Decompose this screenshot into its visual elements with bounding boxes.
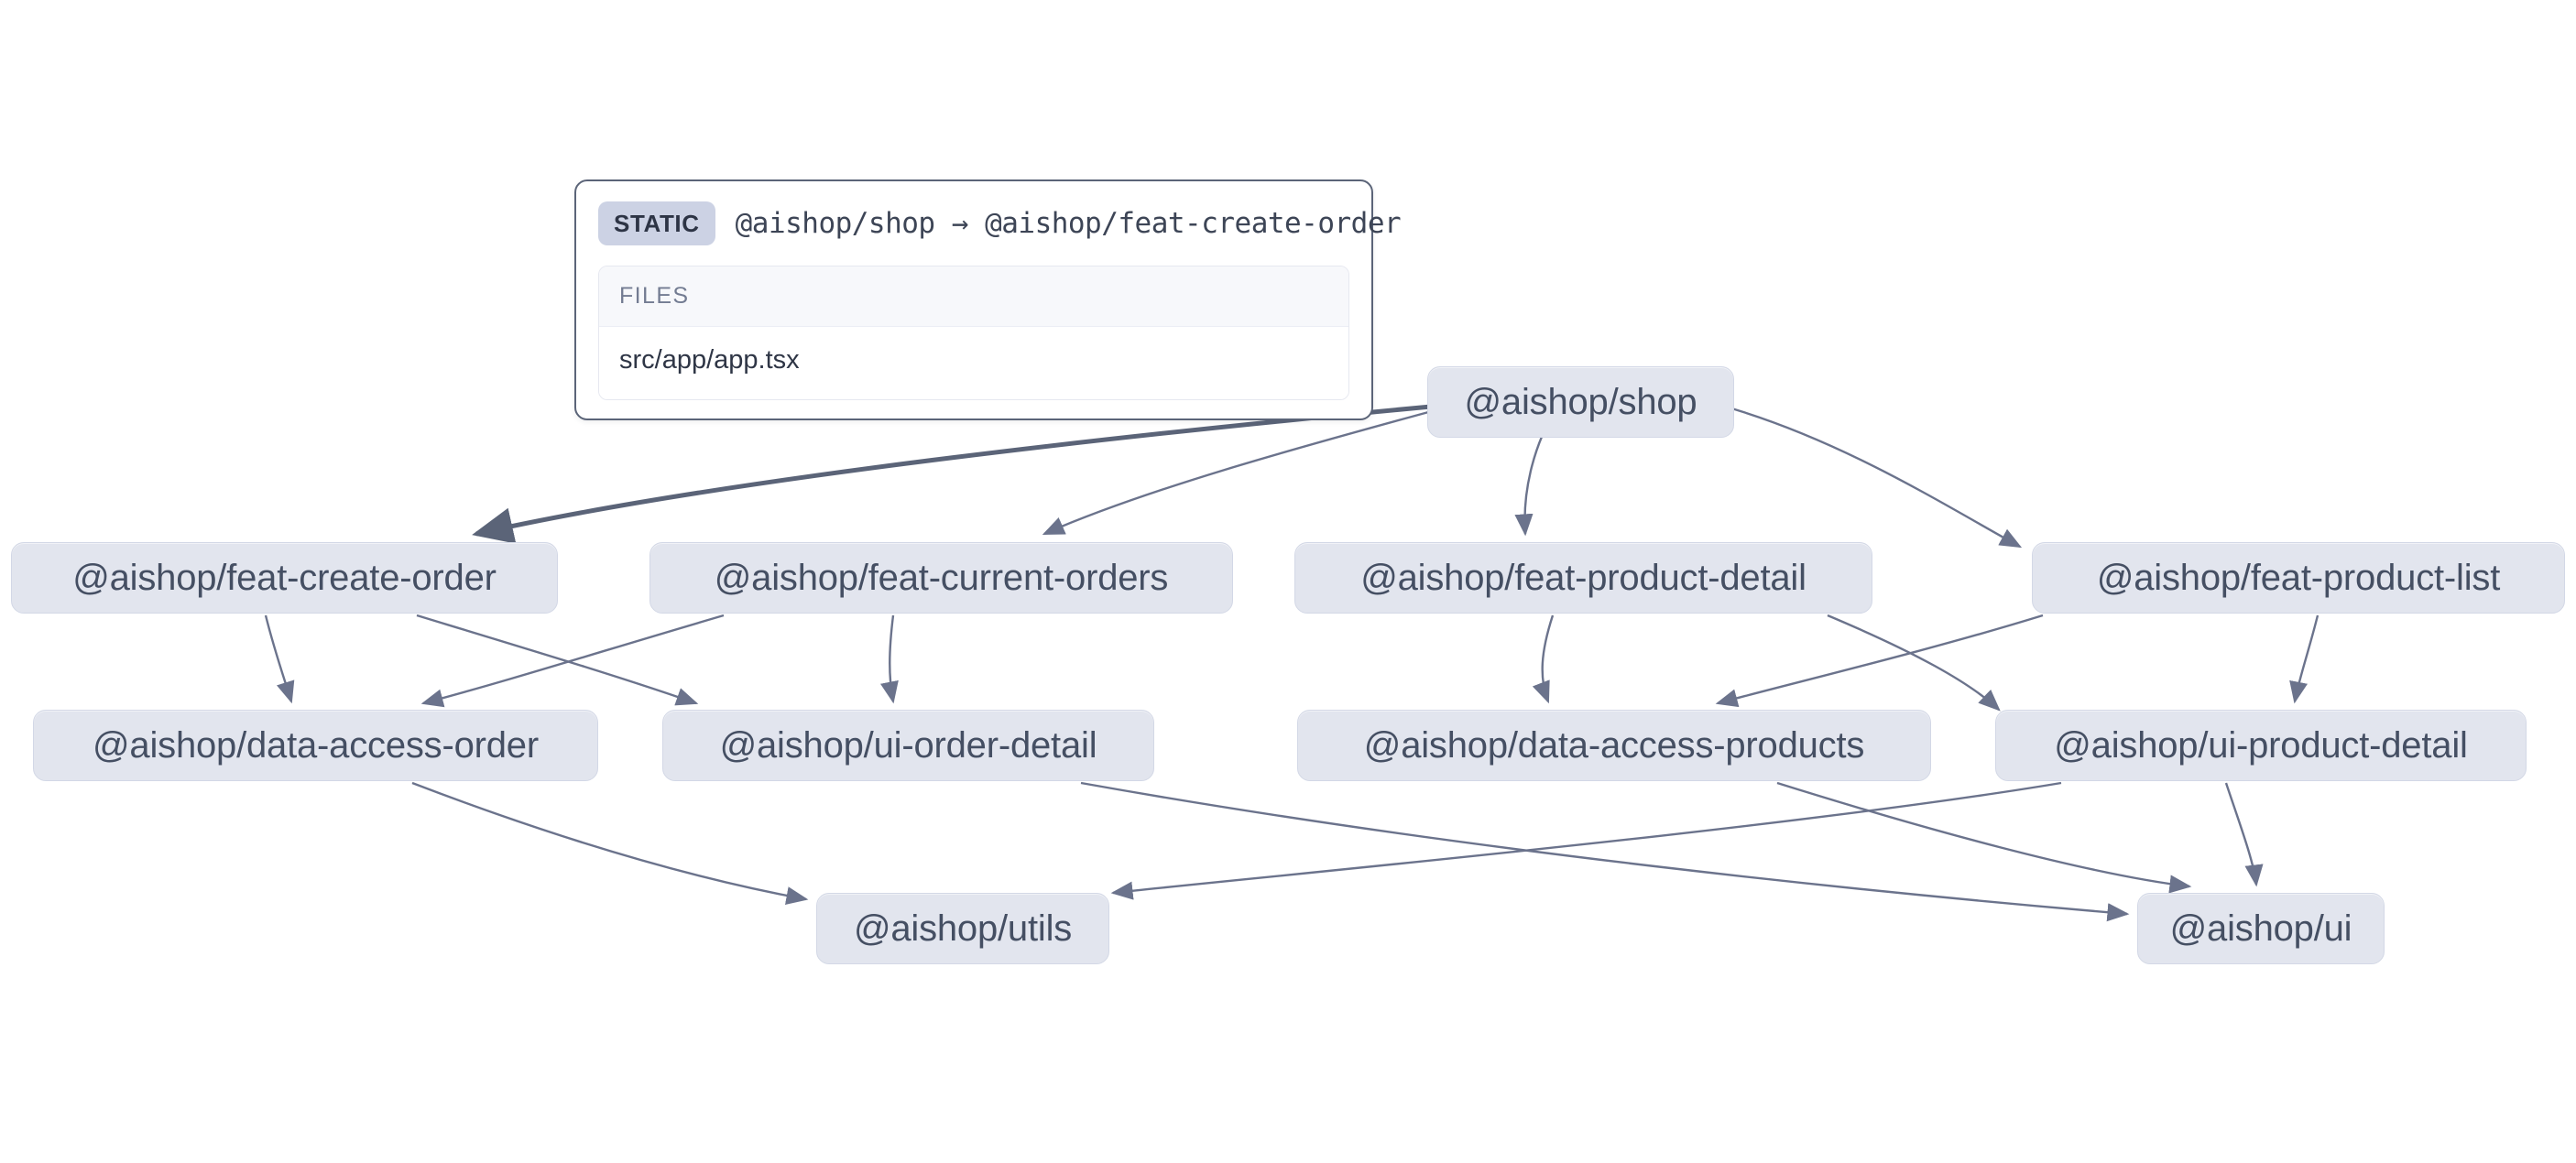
tooltip-header: STATIC @aishop/shop → @aishop/feat-creat… [598, 201, 1402, 245]
graph-node-label: @aishop/ui [2169, 908, 2352, 949]
edge-shop-to-feat-product-list [1721, 404, 2023, 549]
graph-node-feat-product-list[interactable]: @aishop/feat-product-list [2032, 542, 2565, 614]
file-list-item[interactable]: src/app/app.tsx [599, 327, 1348, 399]
graph-node-label: @aishop/data-access-order [93, 724, 539, 766]
edge-feat-product-detail-to-ui-product-detail [1827, 614, 2001, 712]
graph-node-ui[interactable]: @aishop/ui [2137, 893, 2385, 964]
graph-node-feat-create-order[interactable]: @aishop/feat-create-order [11, 542, 558, 614]
graph-node-data-access-products[interactable]: @aishop/data-access-products [1297, 710, 1931, 781]
graph-node-label: @aishop/ui-order-detail [719, 724, 1097, 766]
files-panel: FILES src/app/app.tsx [598, 266, 1349, 400]
graph-node-label: @aishop/shop [1464, 381, 1697, 422]
graph-node-label: @aishop/feat-product-detail [1360, 557, 1806, 598]
graph-node-shop[interactable]: @aishop/shop [1427, 366, 1734, 438]
graph-node-label: @aishop/feat-current-orders [714, 557, 1169, 598]
edge-ui-product-detail-to-ui [2224, 782, 2264, 887]
edge-data-access-products-to-ui [1776, 781, 2192, 894]
graph-node-utils[interactable]: @aishop/utils [816, 893, 1109, 964]
edge-detail-tooltip[interactable]: STATIC @aishop/shop → @aishop/feat-creat… [574, 179, 1402, 420]
graph-node-data-access-order[interactable]: @aishop/data-access-order [33, 710, 598, 781]
edge-feat-product-detail-to-data-access-products [1532, 614, 1555, 704]
tooltip-title: @aishop/shop → @aishop/feat-create-order [735, 207, 1402, 240]
edge-shop-to-feat-create-order [472, 403, 1442, 544]
edge-feat-current-orders-to-data-access-order [420, 614, 725, 708]
graph-node-feat-product-detail[interactable]: @aishop/feat-product-detail [1294, 542, 1872, 614]
graph-node-label: @aishop/utils [853, 908, 1073, 949]
graph-node-label: @aishop/feat-product-list [2096, 557, 2501, 598]
edge-feat-product-list-to-ui-product-detail [2289, 614, 2319, 704]
edge-feat-create-order-to-ui-order-detail [416, 614, 699, 706]
edge-shop-to-feat-current-orders [1042, 404, 1453, 536]
edge-ui-product-detail-to-utils [1110, 781, 2062, 900]
graph-node-label: @aishop/data-access-products [1363, 724, 1865, 766]
graph-node-feat-current-orders[interactable]: @aishop/feat-current-orders [649, 542, 1233, 614]
graph-node-label: @aishop/ui-product-detail [2054, 724, 2468, 766]
graph-node-ui-order-detail[interactable]: @aishop/ui-order-detail [662, 710, 1154, 781]
files-section-header: FILES [599, 266, 1348, 327]
static-badge: STATIC [598, 201, 715, 245]
edge-data-access-order-to-utils [411, 781, 809, 906]
edge-feat-product-list-to-data-access-products [1715, 614, 2044, 708]
graph-node-ui-product-detail[interactable]: @aishop/ui-product-detail [1995, 710, 2527, 781]
edge-ui-order-detail-to-ui [1080, 781, 2130, 922]
graph-node-label: @aishop/feat-create-order [72, 557, 497, 598]
edge-feat-create-order-to-data-access-order [264, 614, 295, 704]
edge-feat-current-orders-to-ui-order-detail [880, 614, 899, 704]
